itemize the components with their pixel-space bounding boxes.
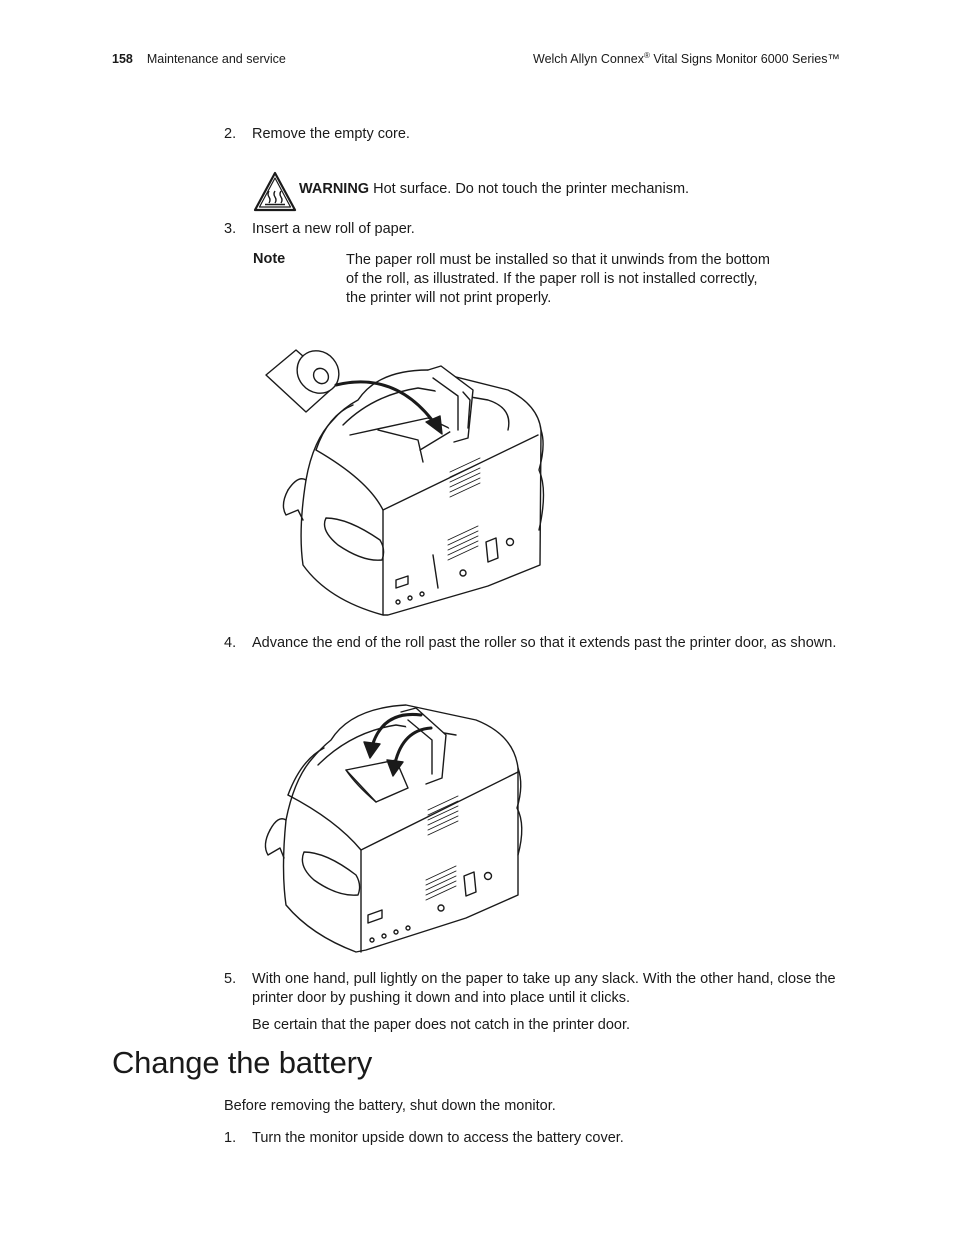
advance-arrows <box>363 712 433 777</box>
monitor-body <box>264 704 523 953</box>
step-text: Turn the monitor upside down to access t… <box>252 1130 624 1146</box>
step-number: 2. <box>224 126 237 142</box>
note-text: The paper roll must be installed so that… <box>346 252 770 306</box>
warning-label: WARNING <box>299 181 370 197</box>
section-title: Change the battery <box>112 1045 373 1080</box>
section-intro: Before removing the battery, shut down t… <box>224 1098 556 1114</box>
paper-roll-insert-illustration <box>265 349 545 616</box>
step-text: Insert a new roll of paper. <box>252 221 415 237</box>
vent-grille <box>425 795 459 901</box>
step-text: Remove the empty core. <box>252 126 410 142</box>
step-5-followup: Be certain that the paper does not catch… <box>252 1017 631 1033</box>
paper-roll <box>265 349 340 413</box>
header-product-suffix: Vital Signs Monitor 6000 Series™ <box>649 52 840 66</box>
hot-surface-icon <box>253 171 297 212</box>
header-section: Maintenance and service <box>146 52 286 66</box>
note-label: Note <box>253 251 286 267</box>
insert-arrow <box>334 380 443 435</box>
paper-advance-illustration <box>264 704 523 953</box>
header-product-prefix: Welch Allyn Connex <box>533 52 644 66</box>
step-number: 4. <box>224 635 237 651</box>
page-number: 158 <box>112 52 133 66</box>
page-header-left: 158 Maintenance and service <box>112 52 286 66</box>
step-number: 3. <box>224 221 237 237</box>
monitor-body <box>282 365 545 616</box>
page-header-right: Welch Allyn Connex® Vital Signs Monitor … <box>533 51 840 67</box>
step-text: Advance the end of the roll past the rol… <box>252 635 837 651</box>
warning-callout: WARNING Hot surface. Do not touch the pr… <box>253 170 813 214</box>
registered-mark: ® <box>643 51 650 60</box>
vent-grille <box>447 457 481 561</box>
step-number: 1. <box>224 1130 237 1146</box>
warning-text: Hot surface. Do not touch the printer me… <box>369 181 690 197</box>
step-number: 5. <box>224 971 237 987</box>
warning-text-line: WARNING Hot surface. Do not touch the pr… <box>299 181 689 197</box>
step-text: With one hand, pull lightly on the paper… <box>252 971 836 1006</box>
